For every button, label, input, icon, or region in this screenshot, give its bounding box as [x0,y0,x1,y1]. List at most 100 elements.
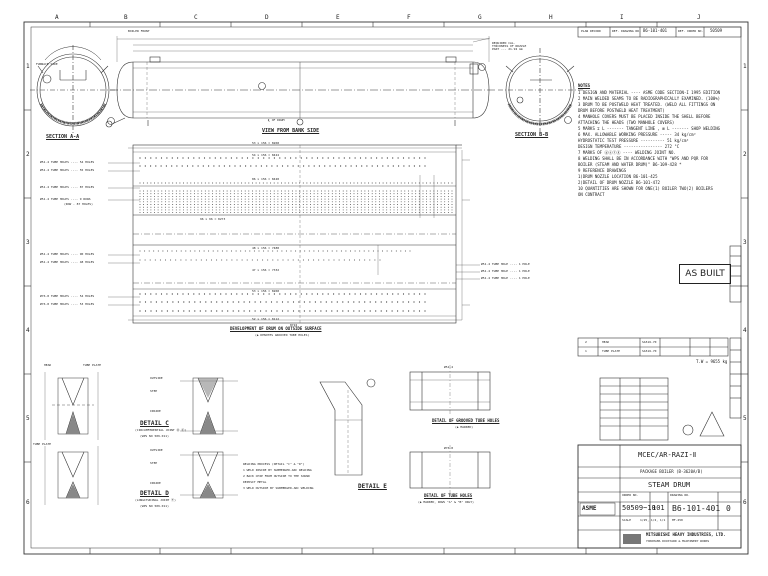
tube-hole [400,195,402,197]
tube-hole [230,198,232,200]
tube-hole [387,165,389,167]
tube-hole [302,212,304,214]
tube-hole [190,198,192,200]
tube-hole [244,206,246,208]
tube-hole [375,190,377,192]
tube-hole [397,157,399,159]
tube-hole [253,250,255,252]
tube-hole [375,212,377,214]
tube-hole [371,212,373,214]
tube-hole [342,206,344,208]
tube-hole [154,212,155,214]
tube-hole [303,310,305,312]
tube-hole [355,165,357,167]
tube-hole [350,250,351,252]
tube-hole [411,182,413,184]
note-line: 8 WELDING SHALL BE IN ACCORDANCE WITH "W… [578,156,709,161]
tube-hole [451,206,453,208]
tube-hole [433,195,435,197]
notes-header: NOTES [578,83,591,88]
tube-hole [386,250,388,252]
tube-hole [437,190,438,192]
tube-hole [353,212,355,214]
tube-hole [260,301,262,303]
tube-hole [451,190,453,192]
tube-hole [342,212,344,214]
tube-hole [270,201,272,203]
tube-hole [451,193,453,195]
tube-hole [353,301,355,303]
tube-hole [255,201,257,203]
tube-hole [433,204,435,205]
tube-hole [284,190,286,192]
tube-hole [222,195,224,197]
tube-hole [233,206,235,208]
drawing-no: B6-101-401 [672,504,721,513]
tube-hole [222,209,224,211]
tube-hole [139,293,141,295]
tube-hole [391,250,393,252]
tube-hole [193,198,195,200]
tube-hole [226,182,228,184]
tube-hole [219,190,221,192]
tube-hole [381,293,383,295]
tube-hole [342,182,344,184]
tube-hole [389,201,391,203]
tube-hole [364,182,366,184]
tube-hole [310,198,311,200]
tube-hole-label: Ø51.4 TUBE HOLE ---- 1 HOLE [481,262,530,266]
tube-hole [168,212,170,214]
tube-hole [284,198,286,200]
tube-hole [270,212,272,214]
tube-hole [408,182,409,184]
tube-hole [277,182,279,184]
tube-hole [415,206,417,208]
tube-hole [342,209,344,211]
grooved-holes-title: DETAIL OF GROOVED TUBE HOLES [432,418,500,423]
tube-hole [177,293,179,295]
column-letter: H [549,14,553,21]
tube-hole [415,209,417,211]
tube-hole [386,198,388,200]
tube-hole [444,193,446,195]
tube-hole [190,182,192,184]
tube-hole [346,198,348,200]
tube-hole [226,209,228,211]
tube-hole [197,165,199,167]
tube-hole [295,250,297,252]
tube-hole [284,195,286,197]
tube-hole [150,182,152,184]
tube-hole [433,182,435,184]
tube-hole [408,293,410,295]
project-name: MCEC/AR-RAZI-Ⅱ [638,451,697,459]
tube-hole [339,209,340,211]
tube-hole [281,193,282,195]
tube-hole [310,190,311,192]
tube-hole [397,193,399,195]
row-number: 6 [743,499,747,506]
tube-hole [418,182,420,184]
tube-hole [397,198,399,200]
development-title: DEVELOPMENT OF DRUM ON OUTSIDE SURFACE [230,326,322,331]
dimension-label: 86 x 156 = 8428 [252,177,280,181]
tube-hole [393,182,395,184]
tube-hole [187,157,189,159]
tube-hole [266,195,268,197]
tube-hole [382,195,384,197]
tube-hole [299,204,301,205]
tube-hole [451,198,453,200]
tube-hole [349,198,351,200]
tube-hole [248,195,250,197]
tube-hole [328,198,330,200]
tube-hole [197,209,199,211]
tube-hole [424,293,426,295]
plan-record-label: PLAN RECORD [581,29,601,33]
note-line: DRUM BEFORE POSTWELD HEAT TREATMENT) [578,108,665,113]
tube-hole [413,293,415,295]
tube-hole [212,209,214,211]
section-aa-title: SECTION A-A [46,134,80,140]
tube-hole [150,293,152,295]
tube-hole [306,195,308,197]
tube-hole [255,198,257,200]
tube-hole [166,157,168,159]
